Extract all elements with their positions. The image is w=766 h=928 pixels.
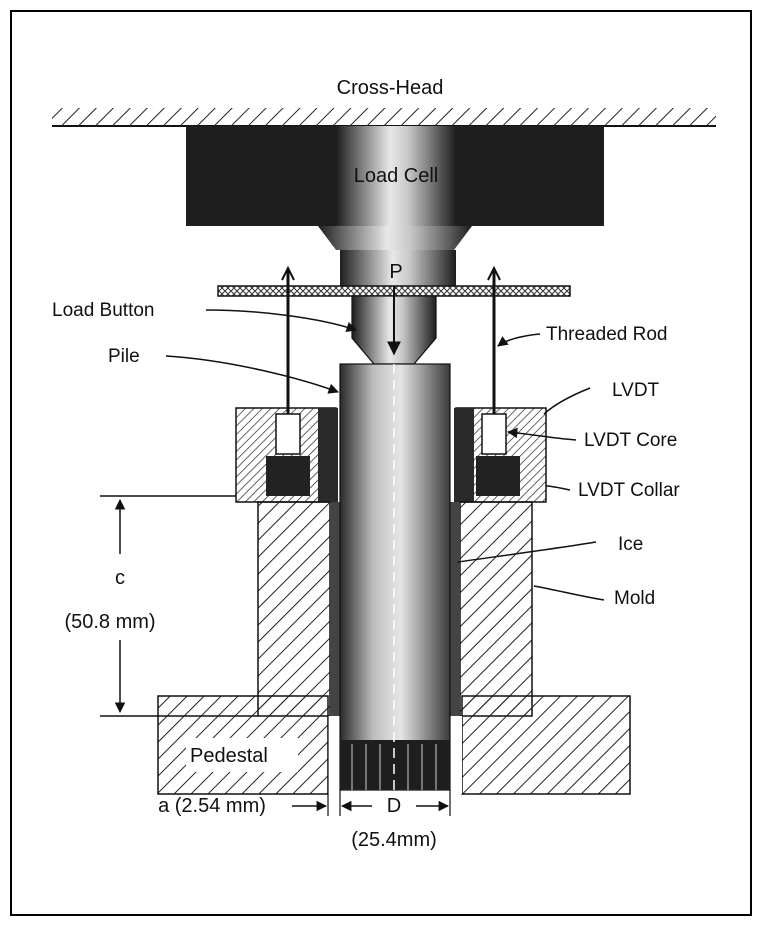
d-label: D xyxy=(387,795,401,817)
cross-head xyxy=(52,108,716,127)
cross-head-label: Cross-Head xyxy=(337,77,444,99)
d-value-label: (25.4mm) xyxy=(351,829,437,851)
lvdt-core-label: LVDT Core xyxy=(584,430,677,451)
a-value-label: a (2.54 mm) xyxy=(158,795,266,817)
c-label: c xyxy=(115,567,125,589)
pedestal-label-bg xyxy=(186,738,298,772)
lvdt-core xyxy=(266,413,520,496)
dimension-a-d xyxy=(292,716,451,816)
c-value-label: (50.8 mm) xyxy=(64,611,155,633)
load-cell-label: Load Cell xyxy=(354,165,439,187)
threaded-rod-label: Threaded Rod xyxy=(546,324,667,345)
lvdt-label: LVDT xyxy=(612,380,660,401)
pedestal-label: Pedestal xyxy=(190,745,268,767)
rod-tip-right xyxy=(487,265,501,281)
load-cell xyxy=(186,126,604,286)
leader-lines xyxy=(165,309,605,601)
ice-label: Ice xyxy=(618,534,643,555)
pile-bottom-grooves xyxy=(340,740,450,790)
mold xyxy=(257,501,533,717)
lvdt-collar-label: LVDT Collar xyxy=(578,480,680,501)
mold-label: Mold xyxy=(614,588,655,609)
load-button-label: Load Button xyxy=(52,300,154,321)
dimension-c xyxy=(100,495,258,717)
p-label: P xyxy=(389,261,402,283)
pile xyxy=(339,363,451,791)
pile-label: Pile xyxy=(108,346,140,367)
rod-tip-left xyxy=(281,265,295,281)
ice xyxy=(330,502,460,716)
